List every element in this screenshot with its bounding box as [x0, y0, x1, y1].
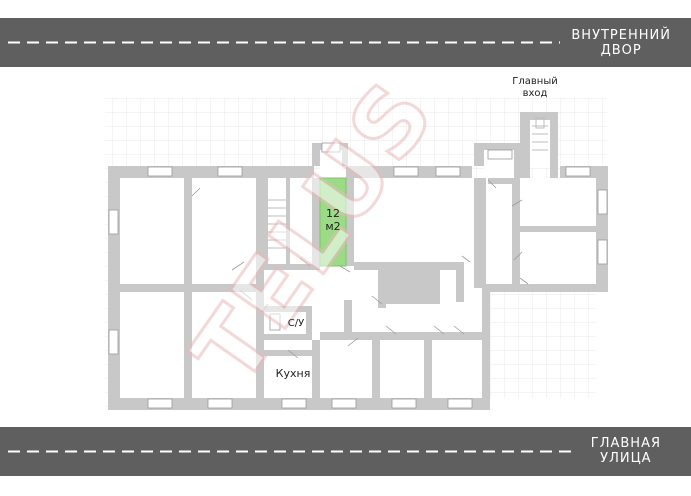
room-area-label: 12 м2 — [325, 207, 341, 233]
courtyard-road: ВНУТРЕННИЙ ДВОР — [0, 18, 691, 67]
windows — [108, 142, 608, 409]
wc-label: С/У — [287, 318, 305, 329]
outside-area — [486, 288, 596, 398]
road-dashes-top — [8, 41, 560, 44]
interior-stairs — [268, 199, 286, 249]
entrance-stairs — [532, 125, 548, 151]
courtyard-label: ВНУТРЕННИЙ ДВОР — [571, 28, 671, 58]
toilet-fixture — [269, 313, 281, 331]
main-entrance-label: Главный вход — [512, 76, 558, 99]
main-street-label: ГЛАВНАЯ УЛИЦА — [590, 436, 661, 466]
highlighted-room — [319, 177, 347, 267]
kitchen-label: Кухня — [275, 367, 311, 380]
doors — [191, 179, 529, 359]
road-dashes-bottom — [8, 450, 575, 453]
main-street-road: ГЛАВНАЯ УЛИЦА — [0, 427, 691, 476]
